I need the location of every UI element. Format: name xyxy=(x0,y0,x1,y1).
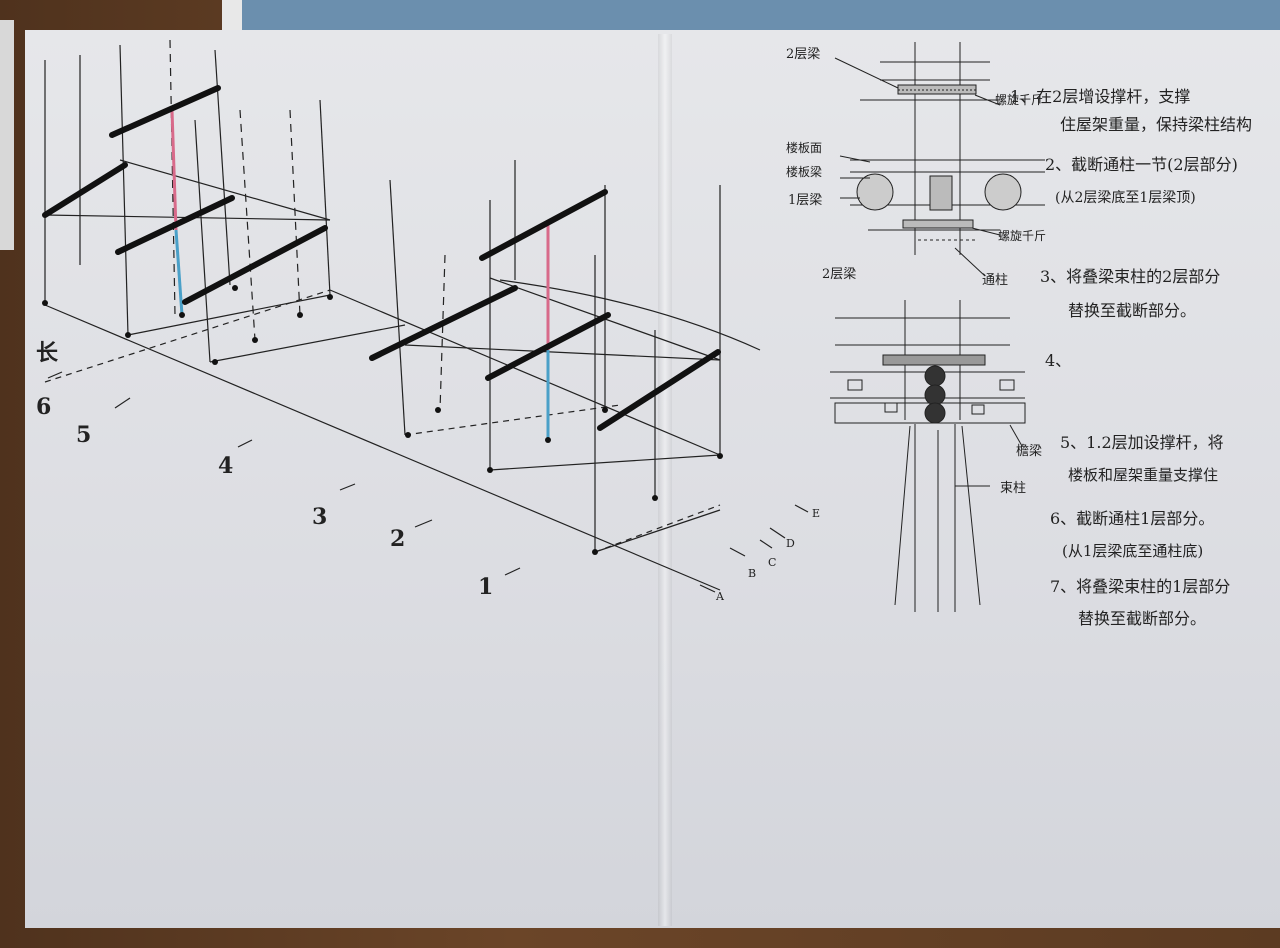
label-floor-face: 楼板面 xyxy=(786,140,822,155)
step-5-line1: 5、1.2层加设撑杆，将 xyxy=(1060,433,1224,452)
step-3-line1: 3、将叠梁束柱的2层部分 xyxy=(1040,267,1220,286)
grid-label-b: B xyxy=(748,567,756,580)
step-2-line2: (从2层梁底至1层梁顶) xyxy=(1055,190,1196,206)
sketch-paper xyxy=(25,30,1280,928)
grid-label-d: D xyxy=(786,537,795,550)
label-through-column: 通柱 xyxy=(982,273,1008,288)
label-eave-beam: 檐梁 xyxy=(1016,444,1042,459)
grid-label-6: 6 xyxy=(36,394,51,420)
label-beam2-bottom: 2层梁 xyxy=(822,267,856,282)
grid-label-5: 5 xyxy=(76,422,91,448)
grid-label-1: 1 xyxy=(478,574,493,600)
step-7-line2: 替换至截断部分。 xyxy=(1078,609,1206,628)
step-7-line1: 7、将叠梁束柱的1层部分 xyxy=(1050,577,1230,596)
step-2-line1: 2、截断通柱一节(2层部分) xyxy=(1045,155,1238,174)
grid-label-a: A xyxy=(715,590,725,603)
paper-fold xyxy=(658,34,672,926)
isometric-frame xyxy=(42,39,809,593)
detail-section-bottom xyxy=(830,300,1026,612)
step-6-line1: 6、截断通柱1层部分。 xyxy=(1050,509,1214,528)
step-4-line1: 4、 xyxy=(1045,351,1071,370)
grid-label-c: C xyxy=(768,556,776,569)
steps-list: 1、在2层增设撑杆，支撑 住屋架重量，保持梁柱结构 2、截断通柱一节(2层部分)… xyxy=(1010,87,1252,628)
label-bundle-column: 束柱 xyxy=(1000,481,1026,496)
step-6-line2: (从1层梁底至通柱底) xyxy=(1062,542,1203,560)
label-beam2-top: 2层梁 xyxy=(786,47,820,62)
grid-label-3: 3 xyxy=(312,504,327,530)
label-beam1: 1层梁 xyxy=(788,193,822,208)
grid-label-4: 4 xyxy=(218,453,233,479)
label-jack-top: 螺旋千斤 xyxy=(995,93,1043,107)
step-1-line1: 1、在2层增设撑杆，支撑 xyxy=(1010,87,1190,106)
left-edge-char: 长 xyxy=(36,340,59,366)
step-3-line2: 替换至截断部分。 xyxy=(1068,301,1196,320)
step-5-line2: 楼板和屋架重量支撑住 xyxy=(1068,466,1218,484)
grid-label-2: 2 xyxy=(390,526,405,552)
background-paper-edge xyxy=(0,20,14,250)
step-1-line2: 住屋架重量，保持梁柱结构 xyxy=(1060,115,1252,134)
grid-label-e: E xyxy=(812,507,820,520)
label-floor-beam: 楼板梁 xyxy=(786,164,822,179)
label-jack-bottom: 螺旋千斤 xyxy=(998,229,1046,243)
detail-section-top xyxy=(834,42,1045,277)
